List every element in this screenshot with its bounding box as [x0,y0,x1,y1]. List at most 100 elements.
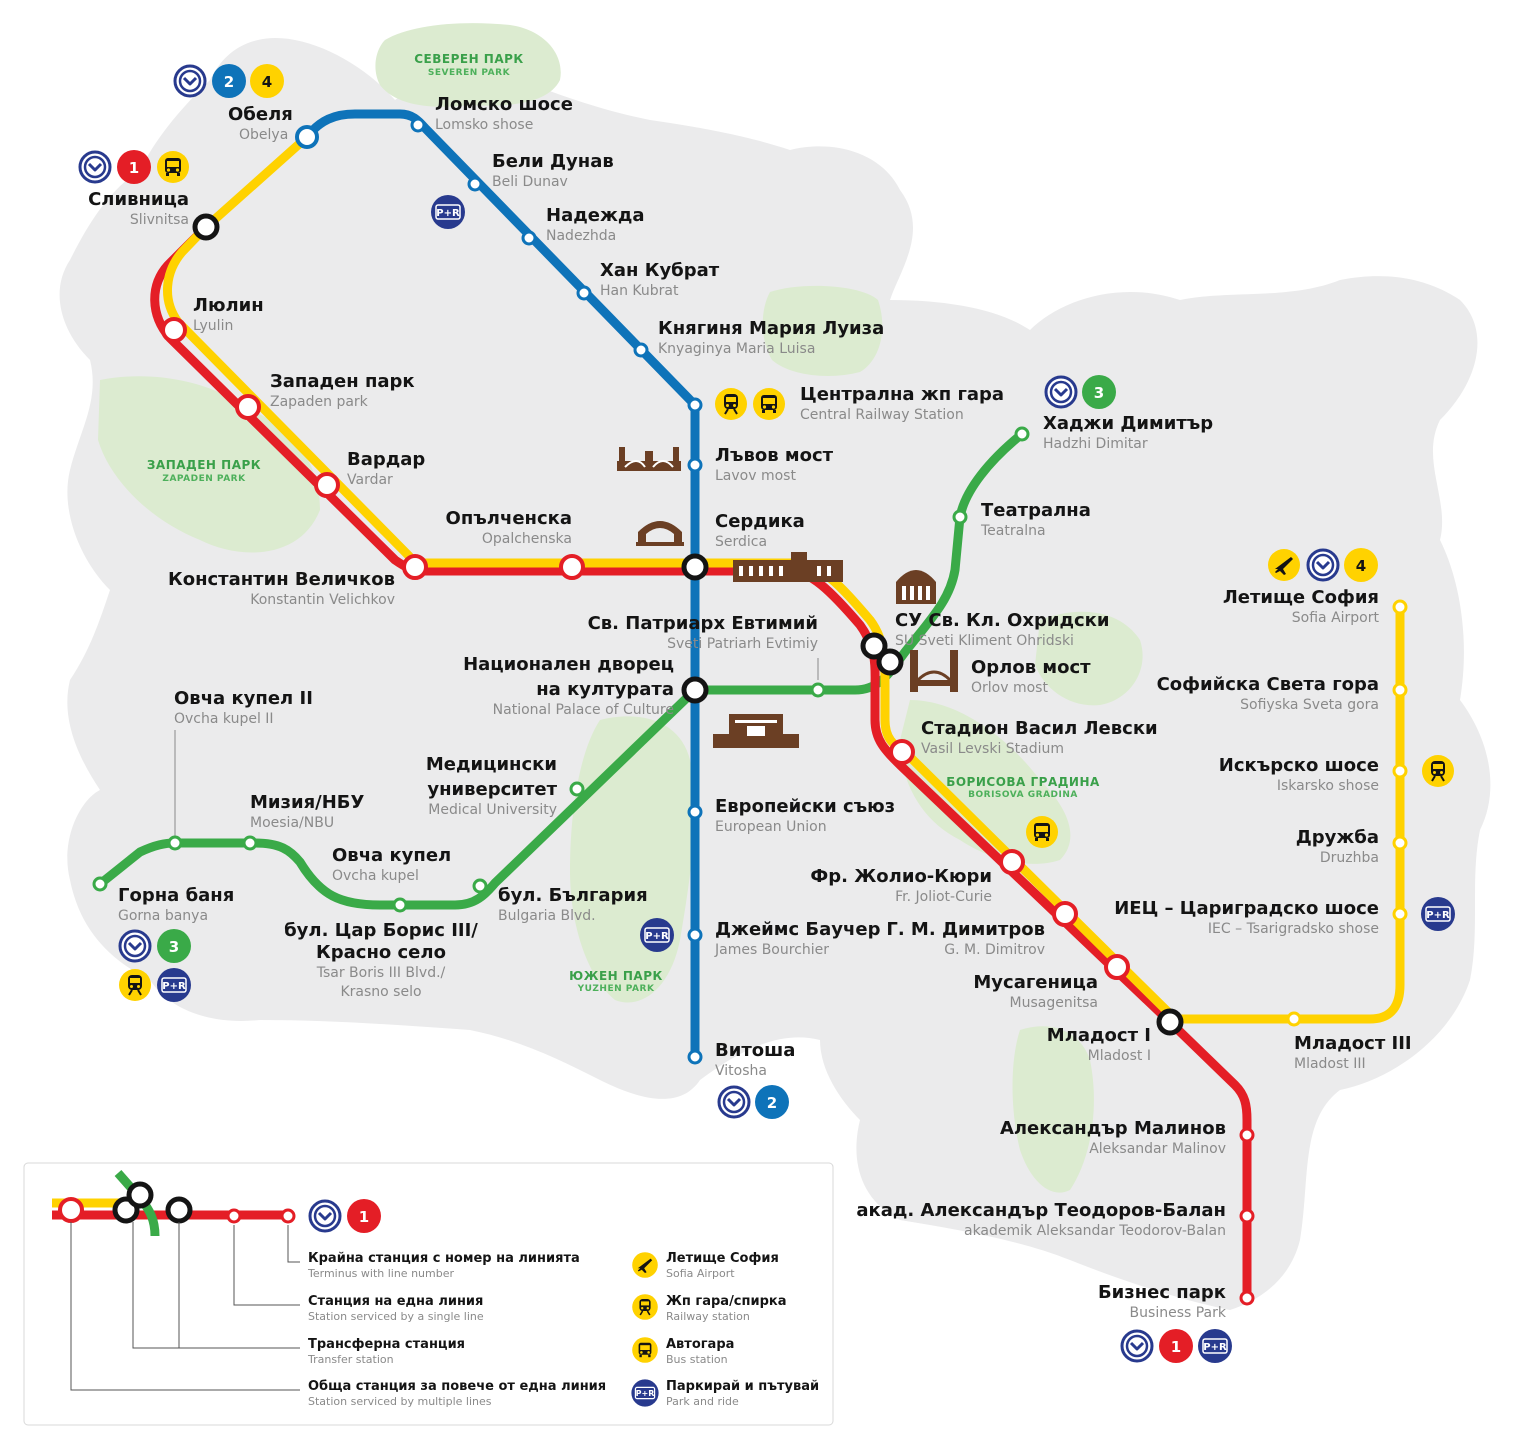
station-markers [92,117,1408,1306]
station-name-latin: Mladost III [1294,1056,1366,1072]
station-marker[interactable] [559,554,585,580]
line-badge-1: 1 [347,1199,381,1233]
line-badge-3[interactable]: 3 [157,929,191,963]
line-badge-1[interactable]: 1 [1159,1329,1193,1363]
station-marker[interactable] [1239,1208,1255,1224]
station-name-latin: Moesia/NBU [250,815,334,831]
line-badge-4[interactable]: 4 [1344,548,1378,582]
station-marker[interactable] [1392,906,1408,922]
station-marker[interactable] [952,509,968,525]
station-marker[interactable] [402,554,428,580]
station-marker[interactable] [1239,1127,1255,1143]
station-name-latin: Vasil Levski Stadium [921,741,1064,757]
line-badge-2[interactable]: 2 [755,1085,789,1119]
legend-multi-line-station [58,1197,84,1223]
station-name: Ломско шосе [435,94,573,115]
station-marker[interactable] [687,927,703,943]
station-marker[interactable] [633,342,649,358]
transfer-station[interactable] [681,553,709,581]
station-marker[interactable] [242,835,258,851]
station-marker[interactable] [1286,1011,1302,1027]
line-badge-4[interactable]: 4 [250,64,284,98]
station-marker[interactable] [999,849,1025,875]
station-name: Дружба [1296,827,1379,848]
station-name: Младост III [1294,1033,1412,1054]
station-marker[interactable] [889,739,915,765]
leader-lines [174,658,819,843]
station-marker[interactable] [92,876,108,892]
station-marker[interactable] [467,176,483,192]
station-name: Опълченска [446,508,572,529]
station-marker[interactable] [521,230,537,246]
park-label: SEVEREN PARK [428,68,511,78]
legend-label: Станция на една линия [308,1294,483,1309]
svg-text:P+R: P+R [645,931,669,942]
station-marker[interactable] [1239,1290,1255,1306]
station-marker[interactable] [314,472,340,498]
station-name: Константин Величков [168,569,395,590]
station-marker[interactable] [1014,426,1030,442]
station-name-latin: akademik Aleksandar Teodorov-Balan [964,1223,1226,1239]
station-marker[interactable] [687,1049,703,1065]
station-name-latin: Han Kubrat [600,283,679,299]
station-name-latin: Opalchenska [482,531,572,547]
station-name-latin: Zapaden park [270,394,369,410]
station-marker[interactable] [167,835,183,851]
station-marker[interactable] [1392,835,1408,851]
station-name: Искърско шосе [1219,755,1379,776]
train-icon [631,1293,659,1321]
park-label: BORISOVA GRADINA [968,790,1078,800]
station-name-latin: National Palace of Culture [493,702,674,718]
legend-single-station [280,1208,296,1224]
line-badge-1[interactable]: 1 [117,150,151,184]
bus-icon [157,151,189,183]
station-name: Летище София [1223,587,1379,608]
station-name: Обеля [228,104,293,125]
station-marker[interactable] [810,682,826,698]
station-marker[interactable] [576,285,592,301]
metro-logo-icon [1120,1329,1154,1363]
station-marker[interactable] [1392,682,1408,698]
station-name: Вардар [347,449,425,470]
station-name-latin: Aleksandar Malinov [1089,1141,1226,1157]
svg-text:4: 4 [262,73,272,91]
lavov-bridge-landmark [617,447,681,471]
transfer-station[interactable] [192,213,220,241]
bus-icon [753,388,785,420]
transfer-station[interactable] [876,648,904,676]
station-marker[interactable] [1392,763,1408,779]
station-name: Бели Дунав [492,151,614,172]
station-marker[interactable] [569,781,585,797]
airport-icon [632,1252,658,1278]
station-marker[interactable] [687,397,703,413]
station-marker[interactable] [687,457,703,473]
station-name-latin: James Bourchier [714,942,829,958]
bus-icon [632,1337,658,1363]
line-badge-2[interactable]: 2 [212,64,246,98]
station-marker[interactable] [1052,901,1078,927]
station-name: Княгиня Мария Луиза [658,318,884,339]
transfer-station[interactable] [681,676,709,704]
station-name-latin: Business Park [1130,1305,1227,1321]
metro-logo-icon [1306,548,1340,582]
station-name: Централна жп гара [800,384,1004,405]
station-marker[interactable] [410,117,426,133]
line-badge-3[interactable]: 3 [1082,375,1116,409]
legend-label-latin: Park and ride [666,1395,739,1408]
station-marker[interactable] [472,878,488,894]
station-marker[interactable] [235,394,261,420]
svg-text:1: 1 [129,159,139,177]
station-name-latin: Lomsko shose [435,117,533,133]
station-name: Мусагеница [973,972,1098,993]
station-marker[interactable] [1392,599,1408,615]
station-marker[interactable] [392,897,408,913]
transfer-station[interactable] [1156,1008,1184,1036]
station-marker[interactable] [295,125,319,149]
station-name-latin: Medical University [428,802,557,818]
station-marker[interactable] [161,317,187,343]
park-label: YUZHEN PARK [577,984,655,994]
legend-label: Автогара [666,1337,734,1352]
station-marker[interactable] [687,804,703,820]
station-marker[interactable] [1104,954,1130,980]
transfer-station[interactable] [860,632,888,660]
